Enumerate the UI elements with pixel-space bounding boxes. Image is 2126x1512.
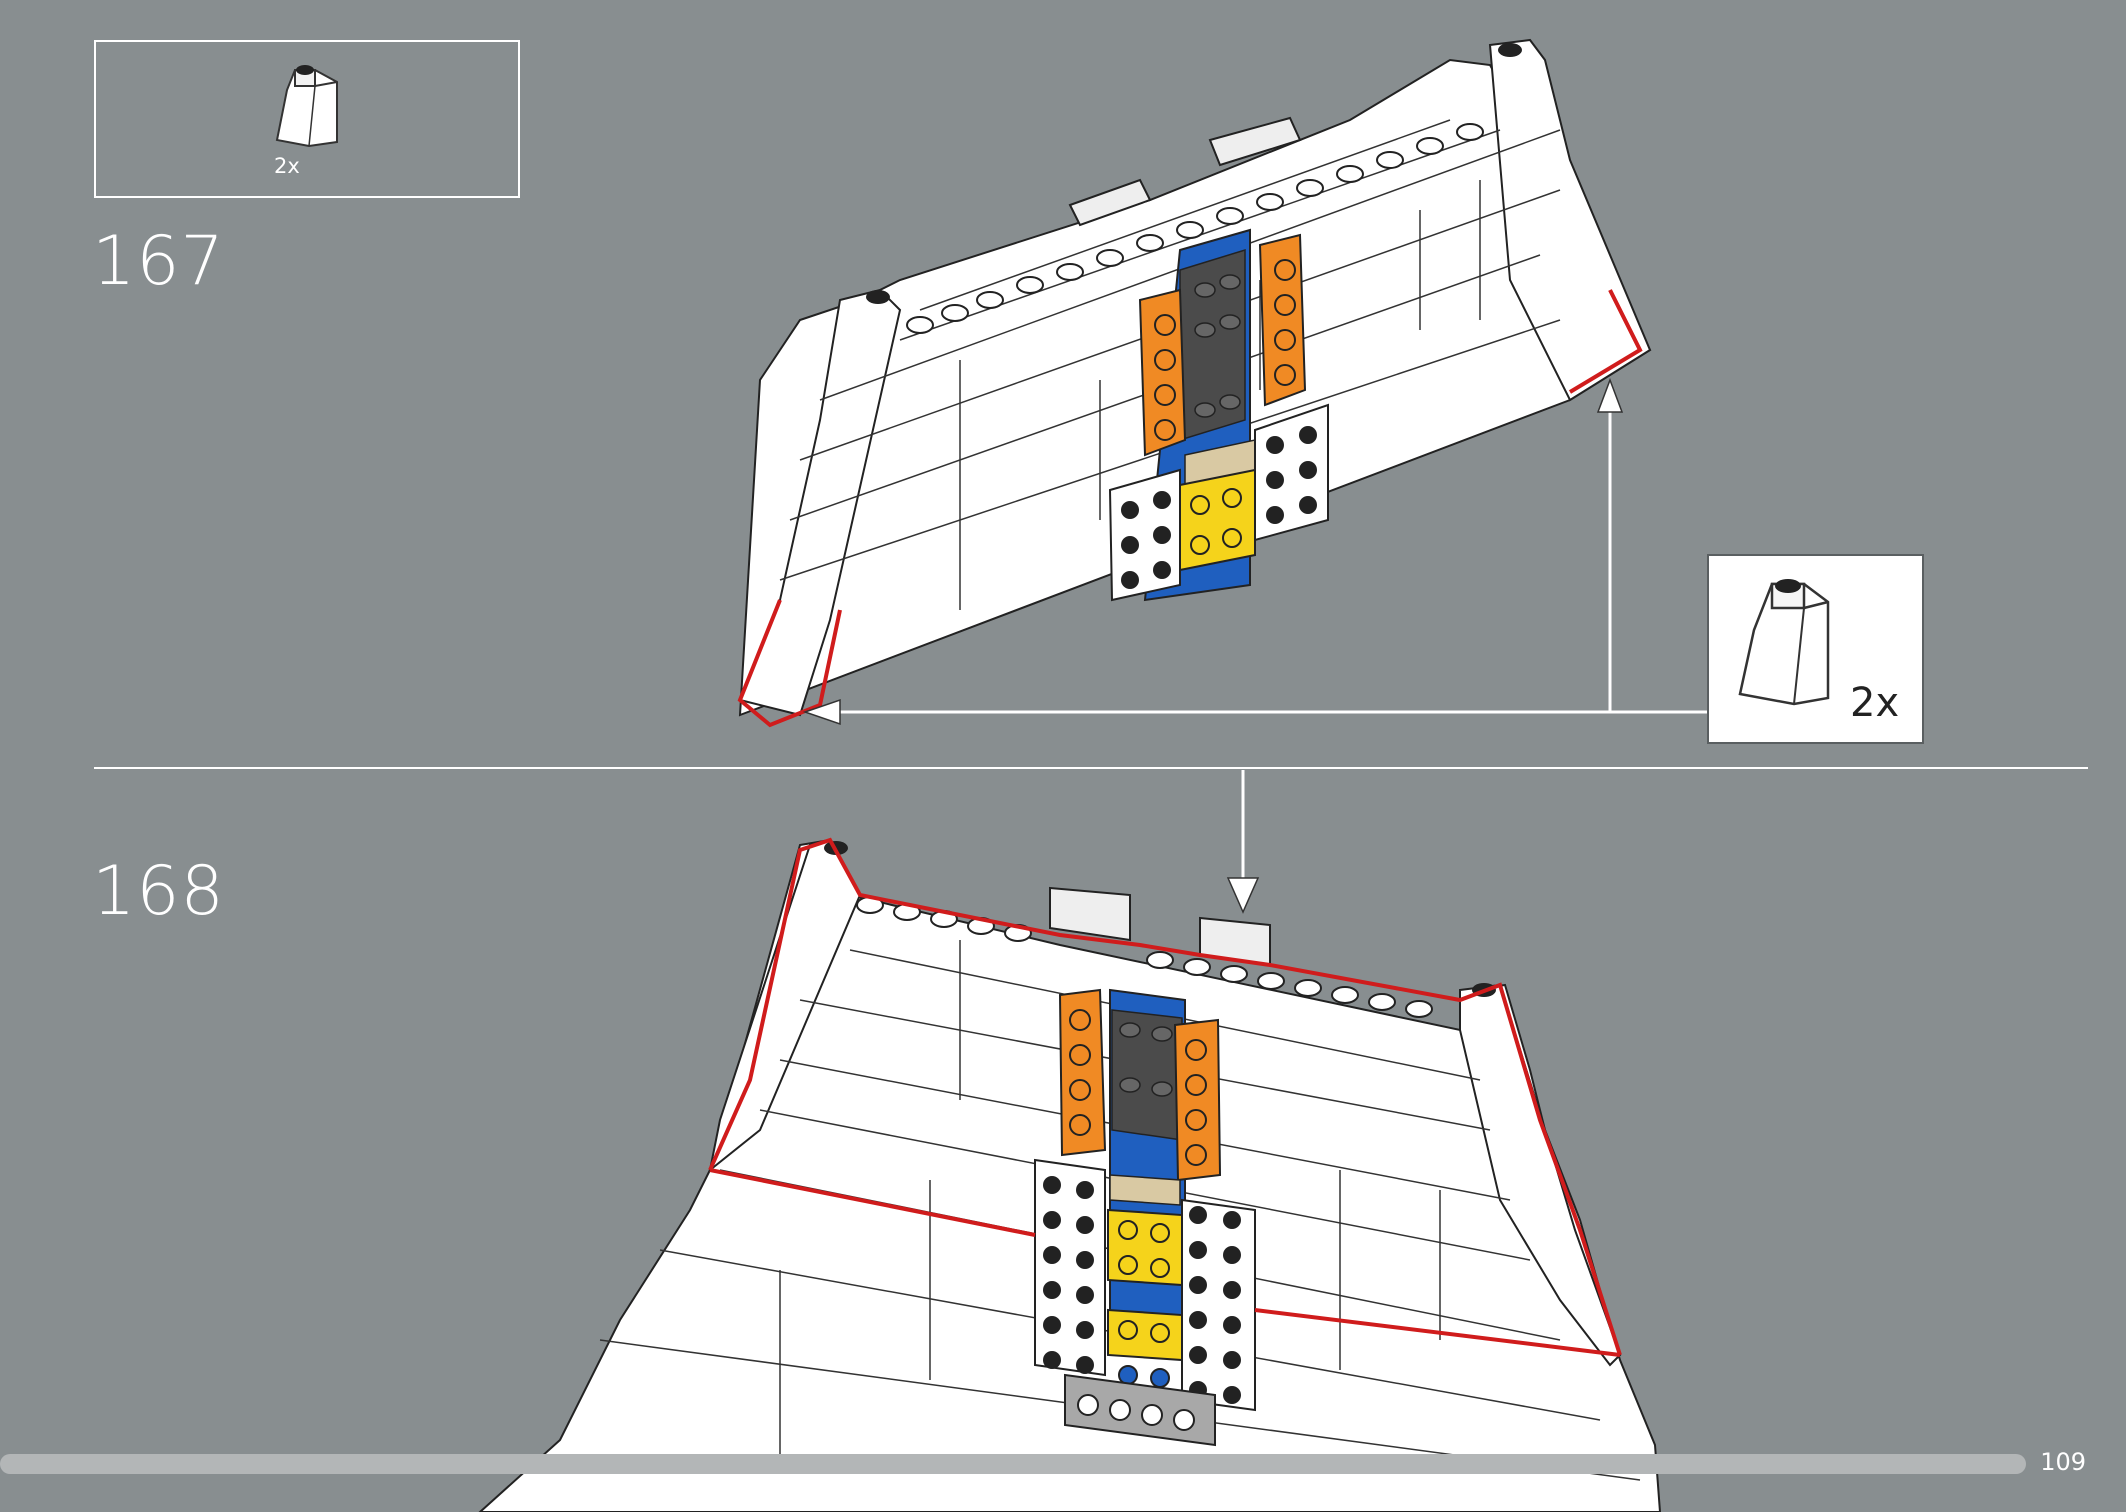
parts-quantity: 2x <box>274 154 300 178</box>
step-divider <box>94 767 2088 769</box>
step-number-168: 168 <box>92 852 225 931</box>
callout-quantity: 2x <box>1850 680 1900 726</box>
horizontal-scrollbar[interactable] <box>0 1454 2026 1474</box>
step-number-167: 167 <box>92 222 225 301</box>
page-number: 109 <box>2040 1448 2086 1476</box>
parts-list-box <box>94 40 520 198</box>
